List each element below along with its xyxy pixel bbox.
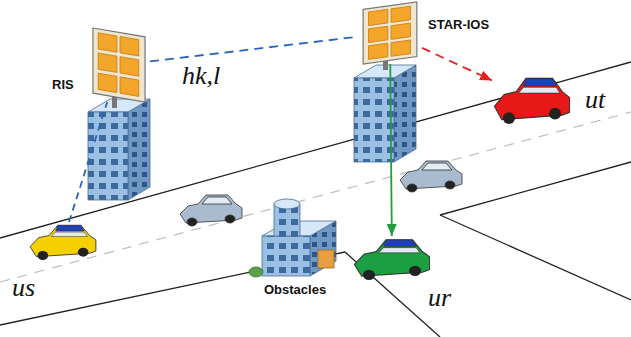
car-wheel	[38, 251, 49, 260]
panel-element	[368, 26, 387, 42]
car-window	[51, 232, 87, 236]
panel-element	[391, 6, 410, 22]
node-label: STAR-IOS	[428, 18, 489, 32]
road-lines	[0, 62, 631, 337]
car-wheel	[363, 270, 375, 280]
panel-frame	[93, 28, 145, 102]
panel-element	[98, 73, 117, 92]
signal-link	[150, 37, 358, 62]
ris-panel: RIS	[88, 28, 150, 102]
signal-link	[69, 102, 107, 222]
panel-element	[391, 23, 410, 39]
car-roof	[524, 78, 557, 85]
background-car	[400, 161, 462, 192]
surface-panel	[88, 28, 150, 102]
car-icon	[28, 222, 98, 260]
car-icon	[352, 236, 432, 280]
surface-panel	[358, 2, 422, 64]
panel-element	[98, 33, 117, 52]
car-wheel	[409, 266, 421, 276]
ris-building	[88, 96, 150, 200]
panel-element	[98, 53, 117, 72]
obstacle-building	[249, 199, 336, 277]
node-label: RIS	[52, 78, 74, 92]
car-roof	[56, 225, 85, 231]
signal-link	[422, 48, 492, 81]
car-wheel	[549, 108, 561, 120]
panel-element	[391, 40, 410, 56]
channel-label: hk,l	[180, 62, 222, 91]
lane-marking	[0, 112, 631, 282]
car-window	[379, 248, 420, 253]
user-car: us	[28, 222, 98, 260]
star-ios-panel: STAR-IOS	[358, 2, 422, 64]
car-window	[519, 87, 560, 93]
node-label: us	[12, 274, 35, 303]
panel-element	[120, 77, 139, 96]
star-ios-building	[354, 60, 416, 162]
car-icon	[492, 74, 572, 124]
panel-element	[120, 57, 139, 76]
panel-frame	[363, 2, 417, 64]
obstacle-label: Obstacles	[264, 283, 326, 297]
signal-link	[390, 64, 392, 236]
node-label: ut	[585, 86, 605, 115]
user-car: ut	[492, 74, 572, 124]
panel-element	[368, 9, 387, 25]
car-wheel	[78, 248, 89, 257]
panel-element	[120, 37, 139, 56]
car-wheel	[503, 112, 515, 124]
panel-element	[368, 43, 387, 59]
background-car	[180, 195, 242, 226]
car-roof	[384, 240, 417, 246]
node-label: ur	[428, 284, 451, 313]
user-car: ur	[352, 236, 432, 280]
